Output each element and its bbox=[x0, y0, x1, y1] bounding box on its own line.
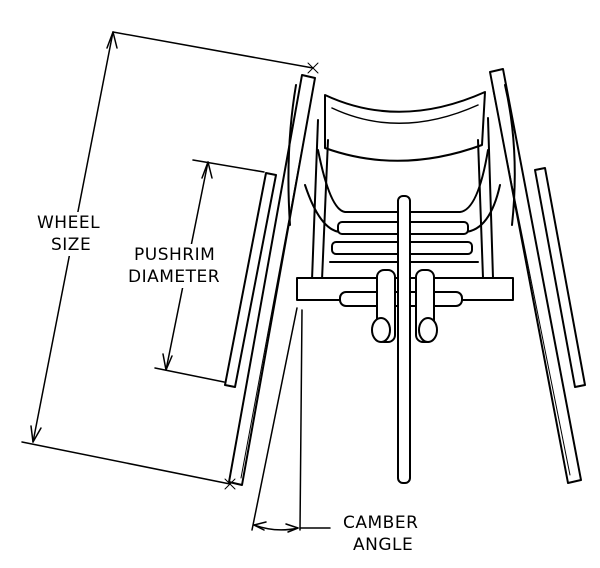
right-footrest bbox=[415, 269, 438, 343]
right-wheel bbox=[489, 68, 582, 484]
camber-angle-label: CAMBER ANGLE bbox=[343, 513, 419, 555]
seat-back bbox=[311, 91, 494, 281]
left-wheel bbox=[228, 74, 316, 486]
wheel-size-label: WHEEL SIZE bbox=[37, 212, 101, 256]
camber-angle-dimension bbox=[251, 307, 331, 533]
right-pushrim bbox=[534, 167, 586, 388]
pushrim-diameter-label: PUSHRIM DIAMETER bbox=[128, 244, 221, 288]
center-post bbox=[397, 195, 411, 484]
left-pushrim bbox=[224, 172, 277, 388]
left-footrest bbox=[371, 269, 396, 343]
